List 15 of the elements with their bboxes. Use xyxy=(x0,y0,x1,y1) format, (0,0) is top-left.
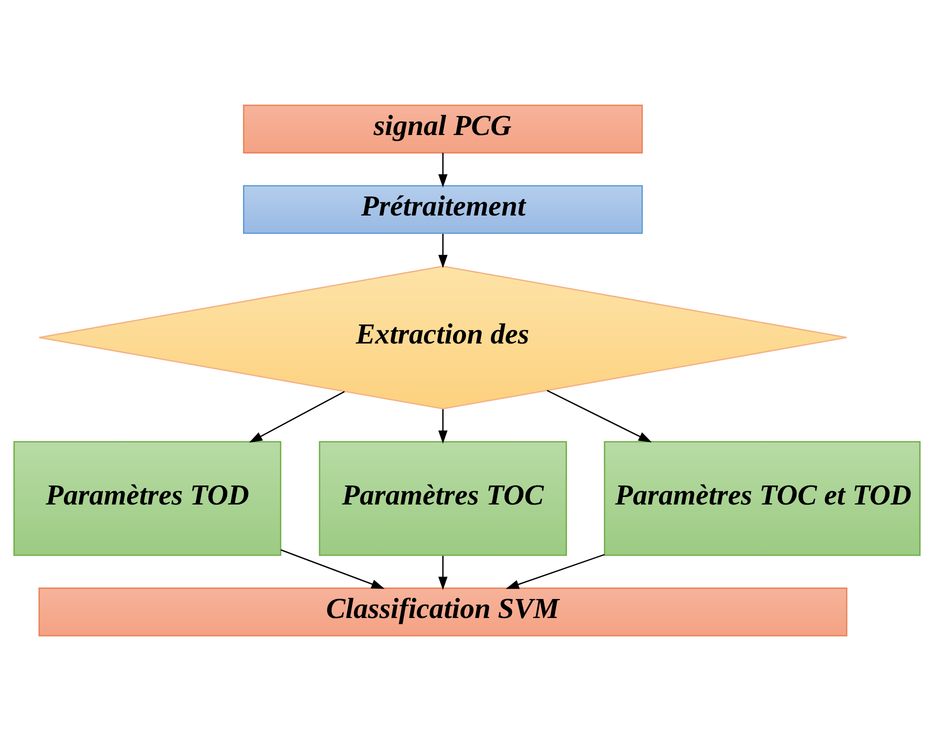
node-box: Prétraitement xyxy=(243,184,643,234)
arrow xyxy=(249,390,345,442)
node-box: Classification SVM xyxy=(38,587,848,636)
arrow xyxy=(438,408,448,444)
arrow xyxy=(280,548,385,588)
node-diamond: Extraction des xyxy=(38,265,848,409)
node-box: Paramètres TOD xyxy=(13,440,282,556)
arrow xyxy=(506,553,605,588)
node-box: signal PCG xyxy=(243,104,643,153)
arrow xyxy=(546,389,652,442)
arrow xyxy=(438,152,448,187)
node-box: Paramètres TOC xyxy=(318,440,567,556)
node-box: Paramètres TOC et TOD xyxy=(604,440,921,556)
arrow xyxy=(438,555,448,590)
arrow xyxy=(438,233,448,268)
